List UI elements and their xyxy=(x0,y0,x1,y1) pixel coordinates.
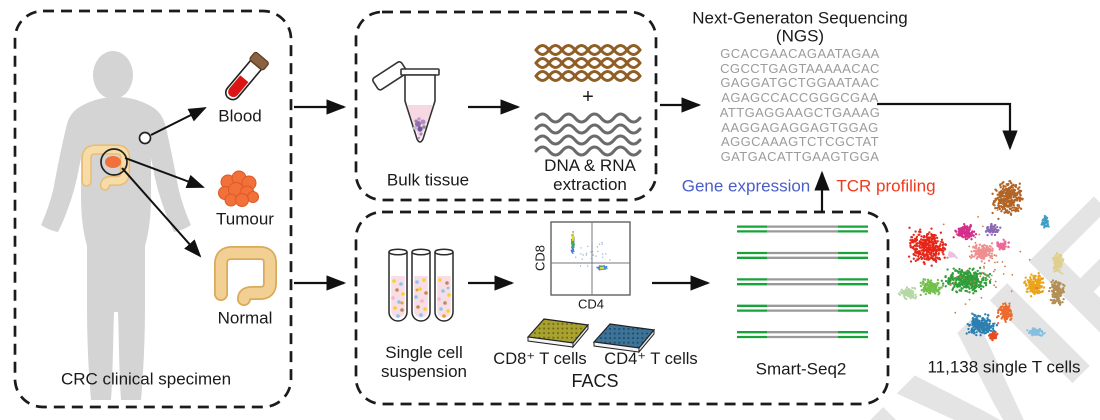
blood-callout-circle xyxy=(138,131,152,145)
gene-expression-label: Gene expression xyxy=(681,176,811,196)
blood-tube-icon xyxy=(225,51,269,101)
tumour-site-icon xyxy=(105,156,121,168)
cd8-plate-label: CD8⁺ T cells xyxy=(493,349,587,368)
facs-x-axis-label: CD4 xyxy=(577,296,605,312)
cd4-plate-icon xyxy=(592,323,656,354)
tcr-profiling-label: TCR profiling xyxy=(836,176,936,196)
bulk-tube-icon xyxy=(372,61,440,143)
plus-sign: + xyxy=(582,85,594,108)
intestine-icon xyxy=(214,246,277,306)
flow-arrows xyxy=(294,97,1018,291)
tissue-clump xyxy=(413,117,426,140)
ngs-sequences: GCACGAACAGAATAGAA CGCCTGAGTAAAAACAC GAGG… xyxy=(719,46,881,164)
smartseq-label: Smart-Seq2 xyxy=(755,359,847,379)
tsne-plot xyxy=(897,180,1066,342)
tumour-icon xyxy=(218,170,259,207)
cd8-plate-icon xyxy=(526,318,590,349)
normal-label: Normal xyxy=(217,308,273,328)
smartseq-fragments-icon xyxy=(737,225,868,339)
tumour-callout-circle xyxy=(100,148,128,176)
facs-label: FACS xyxy=(571,370,619,391)
single-cell-panel-box xyxy=(354,210,890,406)
specimen-panel-box xyxy=(13,9,293,409)
specimen-arrows xyxy=(121,107,207,258)
tsne-caption: 11,138 single T cells xyxy=(927,357,1081,377)
intestine-in-body-icon xyxy=(81,144,131,191)
suspension-label: Single cell suspension xyxy=(380,342,468,381)
tumour-label: Tumour xyxy=(216,209,274,229)
bulk-tissue-label: Bulk tissue xyxy=(386,170,470,190)
specimen-caption: CRC clinical specimen xyxy=(60,369,232,389)
ngs-title: Next-Generaton Sequencing xyxy=(692,8,908,28)
extraction-label: DNA & RNA extraction xyxy=(544,155,636,194)
cd4-plate-label: CD4⁺ T cells xyxy=(604,349,698,368)
rna-icon xyxy=(534,112,642,157)
facs-scatter-dots xyxy=(570,231,611,271)
facs-plot xyxy=(550,221,631,296)
dna-icon xyxy=(534,44,642,82)
human-body-icon xyxy=(41,51,191,400)
ngs-to-tsne-arrow xyxy=(877,102,1018,151)
blood-label: Blood xyxy=(218,106,262,126)
facs-y-axis-label: CD8 xyxy=(532,244,548,272)
ngs-subtitle: (NGS) xyxy=(775,26,825,46)
suspension-tubes-icon xyxy=(388,248,454,322)
